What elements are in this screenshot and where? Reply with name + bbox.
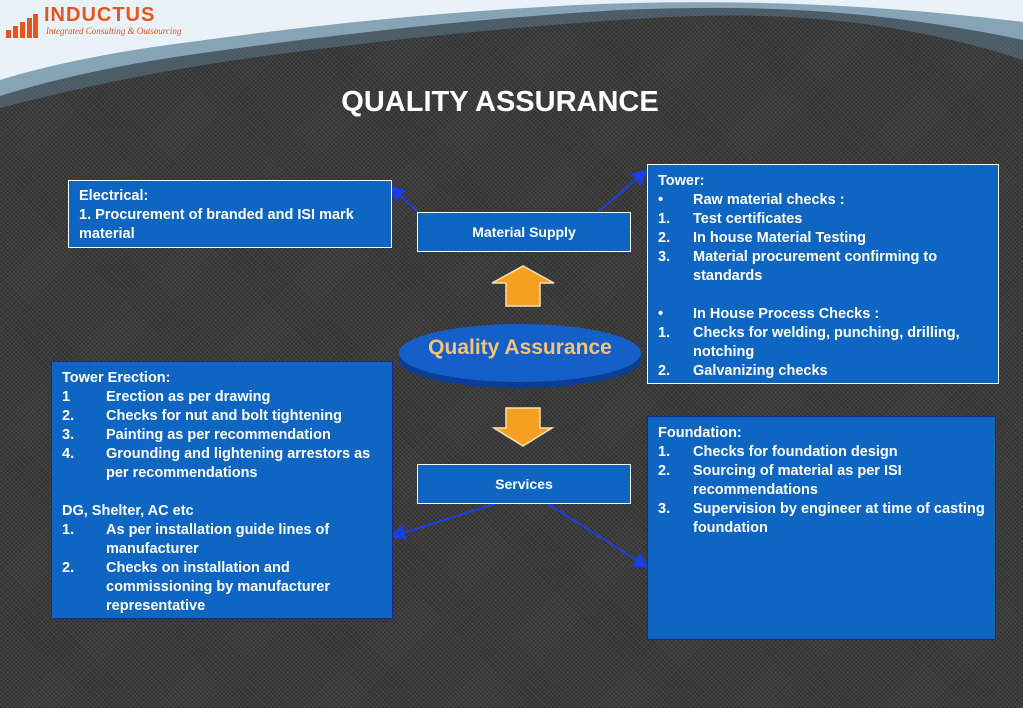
list-item: •In House Process Checks : [658,306,880,322]
services-label: Services [495,476,553,492]
dg-shelter-list: 1.As per installation guide lines of man… [62,521,382,616]
list-item: 2.Checks on installation and commissioni… [62,560,330,614]
list-item: 2.Galvanizing checks [658,363,828,379]
list-item: 2.Sourcing of material as per ISI recomm… [658,463,902,498]
ellipse-shape [399,324,641,388]
logo-bars-icon [6,14,38,38]
page-title: QUALITY ASSURANCE [341,86,659,118]
list-item: 3.Material procurement confirming to sta… [658,249,938,284]
connector-to-tower [597,169,649,213]
list-item: 4.Grounding and lightening arrestors as … [62,446,371,481]
list-item: 1.As per installation guide lines of man… [62,522,330,557]
logo-brand: INDUCTUS [44,4,156,26]
quality-assurance-ellipse: Quality Assurance [396,320,644,390]
connector-to-foundation [547,503,650,569]
tower-section-2: •In House Process Checks : 1.Checks for … [658,305,988,381]
material-supply-label: Material Supply [472,224,576,240]
header-wave-decoration [0,0,1023,108]
electrical-box: Electrical: 1. Procurement of branded an… [68,180,392,248]
list-item: 3.Painting as per recommendation [62,427,331,443]
list-item: •Raw material checks : [658,192,845,208]
connector-to-electrical [389,185,419,213]
electrical-heading: Electrical: [79,188,149,204]
list-item: 1.Checks for welding, punching, drilling… [658,325,960,360]
material-supply-box: Material Supply [417,212,631,252]
inductus-logo: INDUCTUS Integrated Consulting & Outsour… [6,4,206,44]
services-box: Services [417,464,631,504]
tower-erection-heading: Tower Erection: [62,370,171,386]
up-arrow-icon [491,265,555,307]
foundation-list: 1.Checks for foundation design 2.Sourcin… [658,443,985,538]
foundation-heading: Foundation: [658,425,742,441]
list-item: 3.Supervision by engineer at time of cas… [658,501,985,536]
quality-assurance-label: Quality Assurance [428,336,612,359]
tower-box: Tower: •Raw material checks : 1.Test cer… [647,164,999,384]
tower-section-1: •Raw material checks : 1.Test certificat… [658,191,988,286]
electrical-item: 1. Procurement of branded and ISI mark m… [79,207,354,242]
logo-tagline: Integrated Consulting & Outsourcing [46,26,182,36]
list-item: 1.Checks for foundation design [658,444,898,460]
down-arrow-icon [491,407,555,447]
foundation-box: Foundation: 1.Checks for foundation desi… [647,416,996,640]
list-item: 1.Test certificates [658,211,803,227]
list-item: 2.Checks for nut and bolt tightening [62,408,343,424]
tower-heading: Tower: [658,173,705,189]
connector-to-tower-erection [389,503,496,541]
list-item: 2.In house Material Testing [658,230,866,246]
dg-shelter-heading: DG, Shelter, AC etc [62,503,194,519]
